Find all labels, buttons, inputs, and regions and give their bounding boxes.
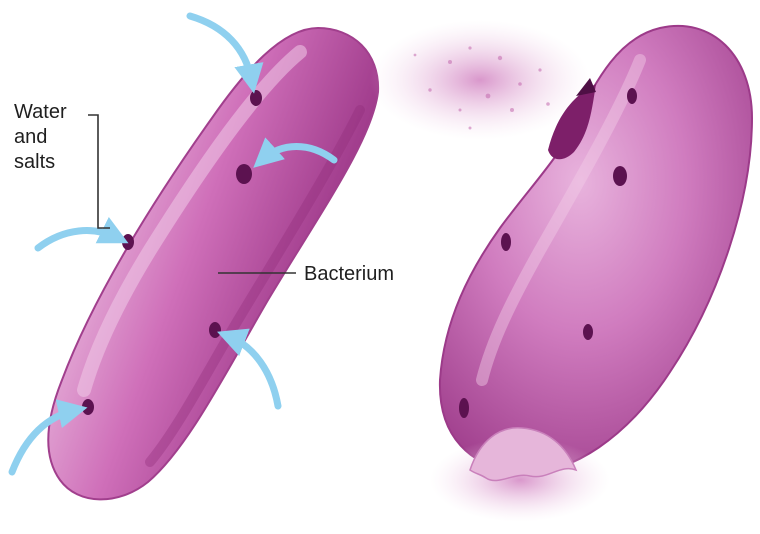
pore-icon — [236, 164, 252, 184]
water-salts-label: Water and salts — [14, 100, 94, 175]
pore-icon — [250, 90, 262, 106]
inflow-arrow-icon — [190, 16, 252, 82]
pore-icon — [82, 399, 94, 415]
pore-icon — [613, 166, 627, 186]
pore-icon — [459, 398, 469, 418]
lysing-bacterium — [370, 20, 752, 522]
pore-icon — [583, 324, 593, 340]
burst-spray-icon — [370, 20, 590, 140]
inflow-arrow-icon — [38, 231, 118, 248]
bacterium-label: Bacterium — [304, 262, 394, 287]
pore-icon — [122, 234, 134, 250]
pore-icon — [209, 322, 221, 338]
pore-icon — [627, 88, 637, 104]
pore-icon — [501, 233, 511, 251]
